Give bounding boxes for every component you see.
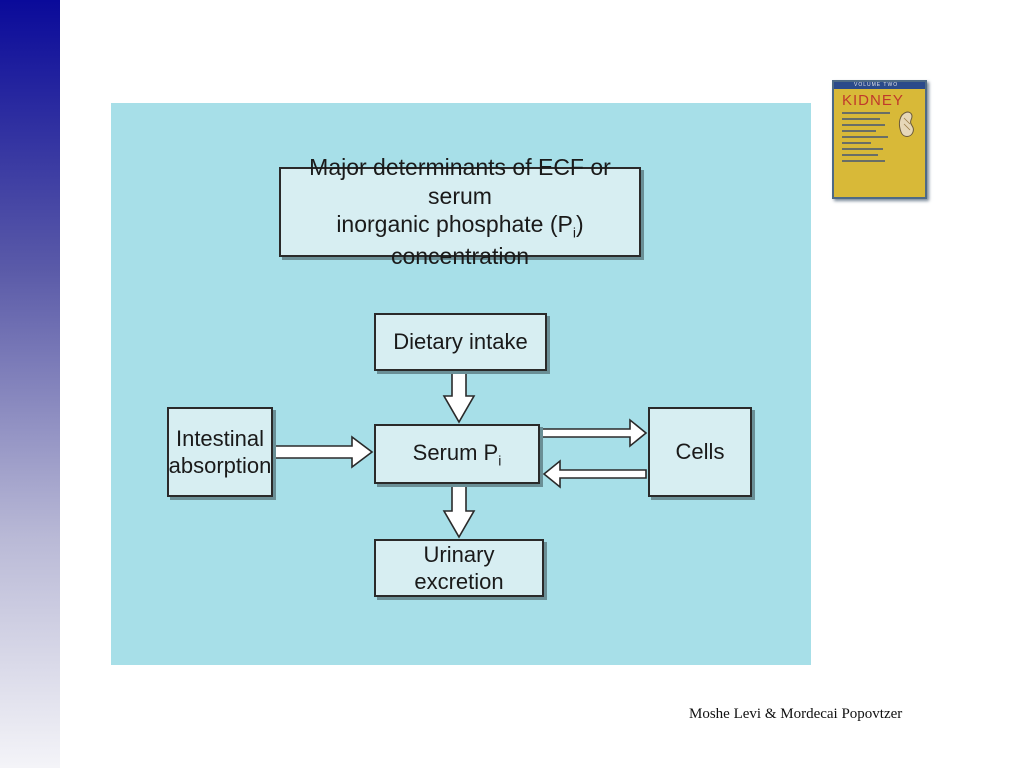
diagram-title-line1: Major determinants of ECF or serum bbox=[309, 153, 611, 209]
diagram-title-box: Major determinants of ECF or serum inorg… bbox=[279, 154, 641, 269]
cells-label: Cells bbox=[675, 439, 725, 465]
kidney-book-cover-thumbnail: VOLUME TWO KIDNEY bbox=[832, 80, 927, 199]
book-cover-strip-text: VOLUME TWO bbox=[854, 82, 899, 88]
author-credit: Moshe Levi & Mordecai Popovtzer bbox=[689, 706, 903, 722]
book-cover-title: KIDNEY bbox=[842, 92, 904, 109]
side-gradient-bar bbox=[0, 0, 60, 768]
intestinal-label-line2: absorption bbox=[168, 453, 272, 478]
intestinal-absorption-box: Intestinal absorption bbox=[167, 407, 273, 497]
cells-box: Cells bbox=[648, 407, 752, 497]
serum-pi-label: Serum Pi bbox=[412, 439, 502, 468]
book-cover-strip bbox=[834, 82, 925, 89]
book-cover-text-lines bbox=[842, 112, 890, 166]
dietary-intake-box: Dietary intake bbox=[374, 313, 547, 371]
serum-pi-box: Serum Pi bbox=[374, 424, 540, 484]
urinary-excretion-box: Urinary excretion bbox=[374, 539, 544, 597]
dietary-intake-label: Dietary intake bbox=[393, 329, 528, 355]
urinary-excretion-label: Urinary excretion bbox=[414, 541, 504, 595]
kidney-illustration-icon bbox=[898, 111, 914, 137]
diagram-title-line2: inorganic phosphate (Pi) concentration bbox=[336, 211, 584, 270]
intestinal-label-line1: Intestinal bbox=[175, 425, 265, 451]
